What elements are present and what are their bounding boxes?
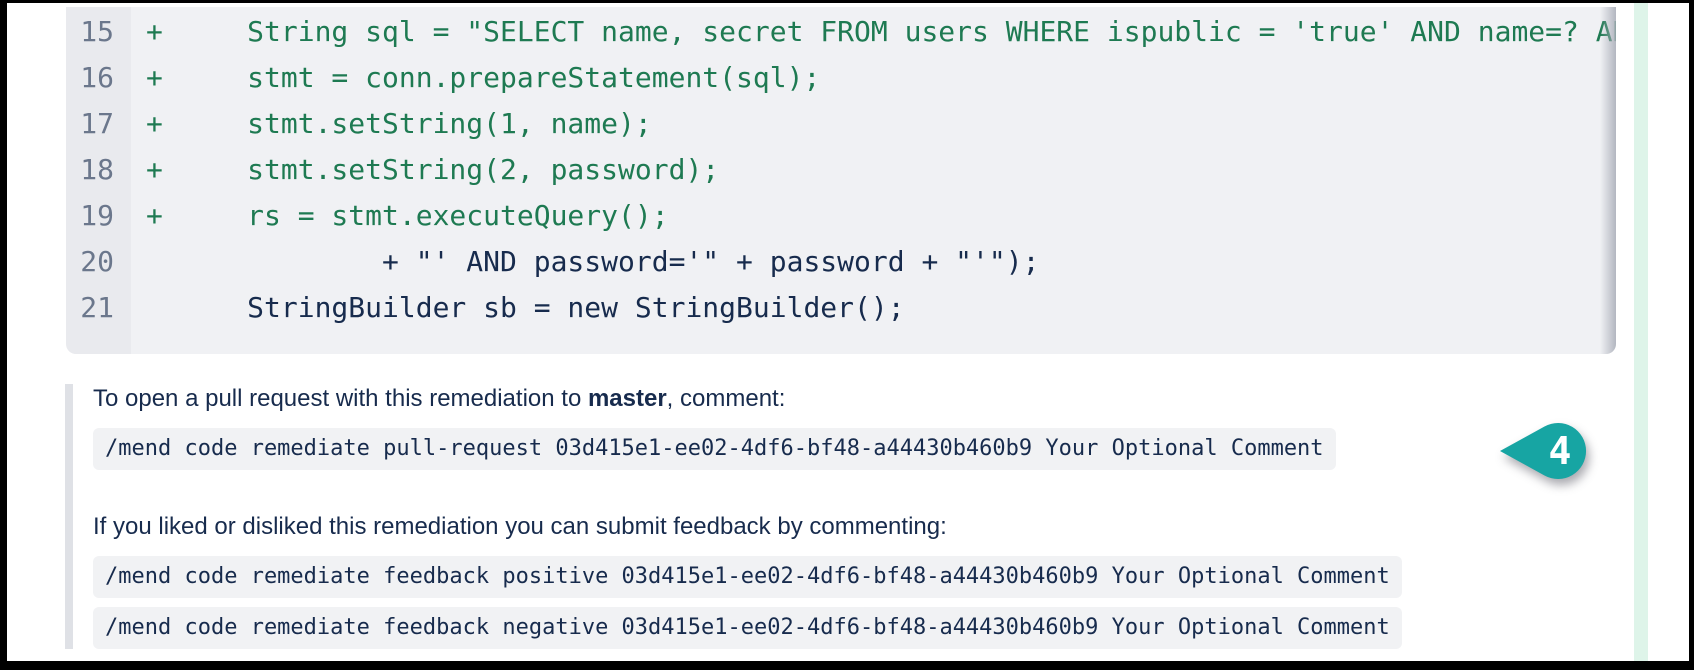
- pr-instruction-text: To open a pull request with this remedia…: [93, 384, 1689, 414]
- bot-comment-quote: To open a pull request with this remedia…: [65, 384, 1689, 649]
- code-text: + stmt = conn.prepareStatement(sql);: [146, 61, 821, 94]
- diff-line: 19 + rs = stmt.executeQuery();: [66, 193, 1616, 239]
- branch-name: master: [587, 385, 667, 412]
- line-number-gutter: [66, 7, 131, 354]
- diff-code-block: 15 + String sql = "SELECT name, secret F…: [66, 7, 1616, 354]
- line-number: 21: [80, 291, 114, 324]
- code-text: StringBuilder sb = new StringBuilder();: [146, 291, 905, 324]
- line-number: 16: [80, 61, 114, 94]
- code-text: + stmt.setString(1, name);: [146, 107, 652, 140]
- diff-line: 18 + stmt.setString(2, password);: [66, 147, 1616, 193]
- line-number: 15: [80, 15, 114, 48]
- diff-line: 17 + stmt.setString(1, name);: [66, 101, 1616, 147]
- feedback-instruction-text: If you liked or disliked this remediatio…: [93, 513, 947, 540]
- callout-badge-4: 4: [1498, 419, 1592, 483]
- pr-instruction-prefix: To open a pull request with this remedia…: [93, 385, 588, 412]
- callout-badge-number: 4: [1548, 429, 1572, 473]
- pr-instruction-suffix: , comment:: [666, 385, 786, 412]
- feedback-negative-snippet: /mend code remediate feedback negative 0…: [93, 607, 1402, 649]
- line-number: 19: [80, 199, 114, 232]
- diff-line: 21 StringBuilder sb = new StringBuilder(…: [66, 285, 1616, 331]
- code-text: + String sql = "SELECT name, secret FROM…: [146, 15, 1616, 48]
- diff-line: 16 + stmt = conn.prepareStatement(sql);: [66, 55, 1616, 101]
- feedback-positive-snippet: /mend code remediate feedback positive 0…: [93, 556, 1402, 598]
- feedback-negative-line: /mend code remediate feedback negative 0…: [93, 607, 1689, 649]
- horizontal-scroll-shadow: [1600, 7, 1616, 354]
- minimap-strip: [1634, 3, 1648, 661]
- code-text: + stmt.setString(2, password);: [146, 153, 720, 186]
- diff-line: 15 + String sql = "SELECT name, secret F…: [66, 9, 1616, 55]
- code-text: + "' AND password='" + password + "'");: [146, 245, 1040, 278]
- line-number: 20: [80, 245, 114, 278]
- teardrop-pointer-icon: [1500, 423, 1587, 479]
- feedback-positive-line: /mend code remediate feedback positive 0…: [93, 556, 1689, 598]
- pr-command-line: /mend code remediate pull-request 03d415…: [93, 428, 1689, 470]
- line-number: 18: [80, 153, 114, 186]
- pr-command-snippet: /mend code remediate pull-request 03d415…: [93, 428, 1336, 470]
- diff-line: 20 + "' AND password='" + password + "'"…: [66, 239, 1616, 285]
- line-number: 17: [80, 107, 114, 140]
- code-text: + rs = stmt.executeQuery();: [146, 199, 669, 232]
